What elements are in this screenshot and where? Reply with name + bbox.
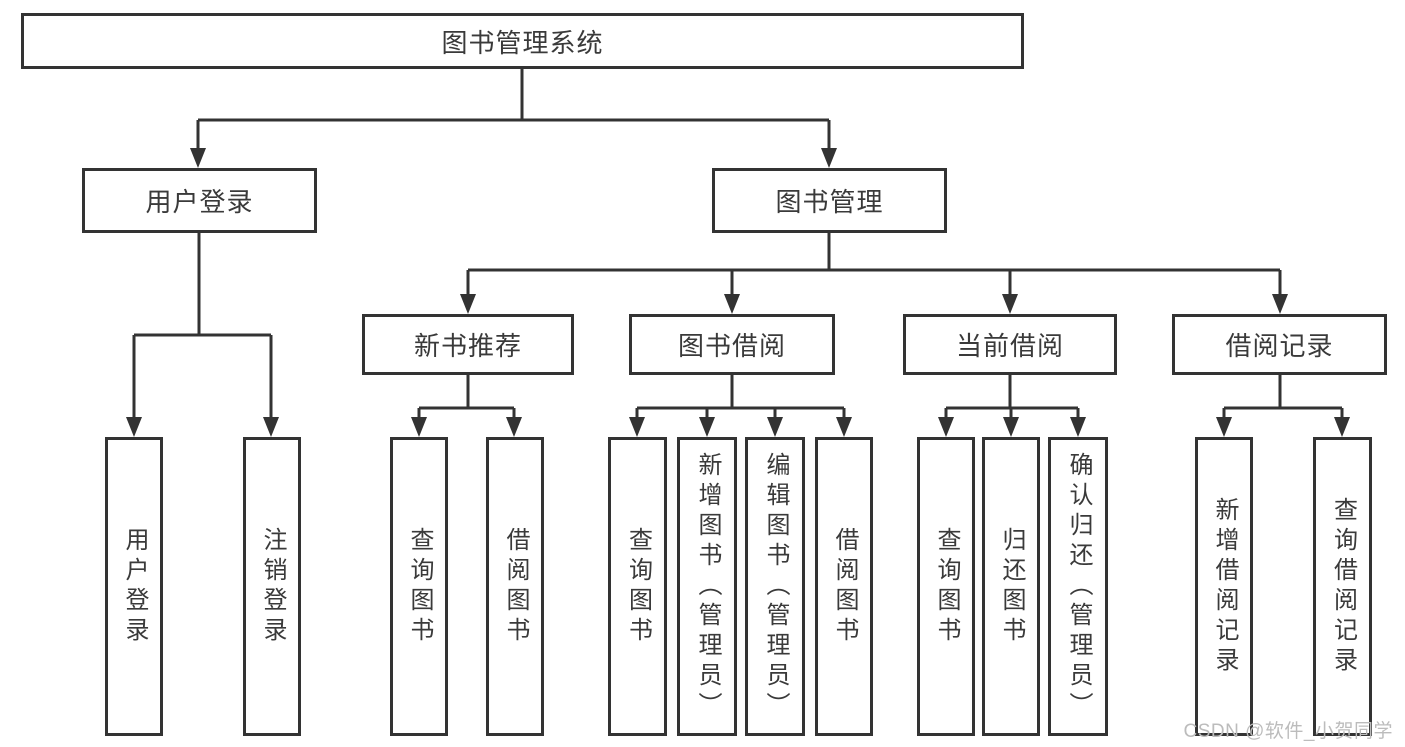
leaf-borrow-query-books: 查询图书 bbox=[608, 437, 667, 736]
group-borrow-records-label: 借阅记录 bbox=[1225, 331, 1334, 361]
group-current-borrow-label: 当前借阅 bbox=[955, 331, 1064, 361]
arrowheads bbox=[126, 148, 1350, 437]
group-new-book-recommend: 新书推荐 bbox=[362, 314, 574, 375]
leaf-logout: 注销登录 bbox=[243, 437, 301, 736]
leaf-records-query-record-label: 查询借阅记录 bbox=[1329, 496, 1357, 677]
leaf-records-add-record: 新增借阅记录 bbox=[1195, 437, 1253, 736]
watermark: CSDN @软件_小贺同学 bbox=[1183, 721, 1393, 742]
leaf-borrow-borrow-books: 借阅图书 bbox=[815, 437, 873, 736]
leaf-recommend-query-books: 查询图书 bbox=[390, 437, 448, 736]
group-borrow-records: 借阅记录 bbox=[1172, 314, 1387, 375]
group-book-borrow: 图书借阅 bbox=[629, 314, 835, 375]
leaf-recommend-borrow-books: 借阅图书 bbox=[486, 437, 544, 736]
group-book-borrow-label: 图书借阅 bbox=[677, 331, 786, 361]
group-current-borrow: 当前借阅 bbox=[903, 314, 1117, 375]
leaf-current-confirm-return-admin: 确认归还（管理员） bbox=[1048, 437, 1108, 736]
branch-book-management-label: 图书管理 bbox=[775, 187, 884, 217]
leaf-recommend-query-books-label: 查询图书 bbox=[406, 526, 433, 647]
leaf-borrow-add-books-admin-label: 新增图书（管理员） bbox=[694, 451, 721, 722]
leaf-borrow-borrow-books-label: 借阅图书 bbox=[831, 526, 858, 647]
leaf-current-confirm-return-admin-label: 确认归还（管理员） bbox=[1065, 451, 1092, 722]
leaf-logout-label: 注销登录 bbox=[259, 526, 286, 647]
leaf-recommend-borrow-books-label: 借阅图书 bbox=[502, 526, 529, 647]
leaf-user-login-label: 用户登录 bbox=[121, 526, 148, 647]
leaf-current-query-books: 查询图书 bbox=[917, 437, 975, 736]
branch-book-management: 图书管理 bbox=[712, 168, 947, 233]
leaf-records-add-record-label: 新增借阅记录 bbox=[1211, 496, 1238, 677]
root-node-label: 图书管理系统 bbox=[441, 27, 604, 58]
leaf-borrow-edit-books-admin: 编辑图书（管理员） bbox=[745, 437, 805, 736]
leaf-user-login: 用户登录 bbox=[105, 437, 163, 736]
branch-user-login-label: 用户登录 bbox=[145, 187, 254, 217]
leaf-borrow-edit-books-admin-label: 编辑图书（管理员） bbox=[762, 451, 789, 722]
branch-user-login: 用户登录 bbox=[82, 168, 317, 233]
leaf-current-query-books-label: 查询图书 bbox=[933, 526, 960, 647]
group-new-book-recommend-label: 新书推荐 bbox=[413, 331, 522, 361]
leaf-borrow-query-books-label: 查询图书 bbox=[624, 526, 652, 647]
leaf-borrow-add-books-admin: 新增图书（管理员） bbox=[677, 437, 737, 736]
leaf-current-return-books-label: 归还图书 bbox=[998, 526, 1025, 647]
leaf-current-return-books: 归还图书 bbox=[982, 437, 1040, 736]
root-node: 图书管理系统 bbox=[21, 13, 1024, 69]
leaf-records-query-record: 查询借阅记录 bbox=[1313, 437, 1372, 736]
